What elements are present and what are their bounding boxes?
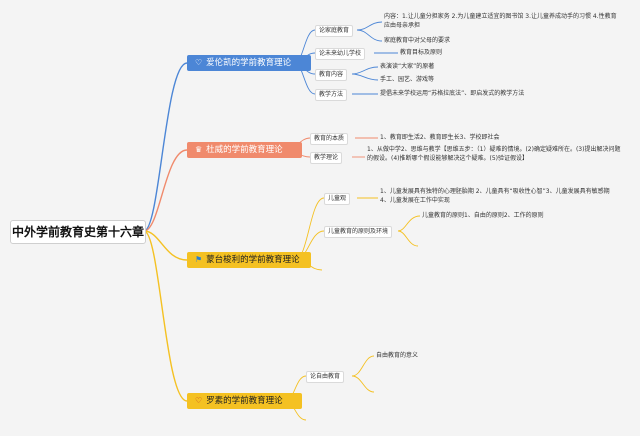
subtopic-teaching-theory[interactable]: 教学理论	[310, 152, 343, 164]
leaf-meaning-of-free-education[interactable]: 自由教育的意义	[376, 352, 419, 359]
topic-ellen-key[interactable]: ♡ 爱伦凯的学前教育理论	[187, 55, 311, 71]
leaf-parent-requirements[interactable]: 家庭教育中对父母的要求	[384, 37, 451, 44]
subtopic-principles-environment[interactable]: 儿童教育的原则及环境	[324, 226, 393, 238]
leaf-learning-by-doing[interactable]: 1、从做中学2、思维与教学【思维五步：（1）疑难的情境。(2)确定疑难所在。(3…	[367, 146, 621, 162]
subtopic-free-education[interactable]: 论自由教育	[306, 371, 345, 383]
subtopic-teaching-method[interactable]: 教学方法	[315, 89, 348, 101]
connector-branch-4	[143, 230, 188, 402]
subtopic-education-content[interactable]: 教育内容	[315, 69, 348, 81]
crown-icon: ♛	[195, 145, 203, 154]
subtopic-nature-of-education[interactable]: 教育的本质	[310, 133, 349, 145]
topic-dewey[interactable]: ♛ 杜威的学前教育理论	[187, 142, 302, 158]
subtopic-family-education[interactable]: 论家庭教育	[315, 25, 354, 37]
topic-russell[interactable]: ♡ 罗素的学前教育理论	[187, 393, 302, 409]
topic-label: 杜威的学前教育理论	[206, 144, 283, 155]
connector-branch-2	[143, 149, 188, 232]
connector-branch-1	[143, 62, 188, 232]
leaf-education-is-life[interactable]: 1、教育即生活2、教育即生长3、学校即社会	[380, 134, 500, 141]
leaf-read-masters[interactable]: 表演读“大家”的原著	[380, 63, 435, 70]
topic-montessori[interactable]: ⚑ 蒙台梭利的学前教育理论	[187, 252, 311, 268]
heart-icon: ♡	[195, 58, 203, 67]
leaf-handcraft[interactable]: 手工、园艺、游戏等	[380, 76, 435, 83]
topic-label: 蒙台梭利的学前教育理论	[206, 254, 300, 265]
topic-label: 爱伦凯的学前教育理论	[206, 57, 292, 68]
leaf-education-principles[interactable]: 儿童教育的原则1、自由的原则2、工作的原则	[422, 212, 544, 219]
leaf-goals-principles[interactable]: 教育目标及原则	[400, 49, 443, 56]
connector-branch-3	[143, 230, 188, 261]
flag-icon: ⚑	[195, 255, 203, 264]
subtopic-view-of-children[interactable]: 儿童观	[324, 193, 351, 205]
leaf-family-education-content[interactable]: 内容：1.让儿童分担家务 2.为儿童建立适宜的图书馆 3.让儿童养成动手的习惯 …	[384, 13, 617, 29]
topic-label: 罗素的学前教育理论	[206, 395, 283, 406]
leaf-child-development[interactable]: 1、儿童发展具有独特的心理胚胎期 2、儿童具有“吸收性心智”3、儿童发展具有敏感…	[380, 188, 610, 204]
leaf-socratic-method[interactable]: 提倡未来学校运用“苏格拉底法”、即启发式的教学方法	[380, 90, 525, 97]
root-topic[interactable]: 中外学前教育史第十六章	[10, 220, 146, 244]
heart-icon: ♡	[195, 396, 203, 405]
subtopic-future-school[interactable]: 论未来幼儿学校	[315, 48, 366, 60]
